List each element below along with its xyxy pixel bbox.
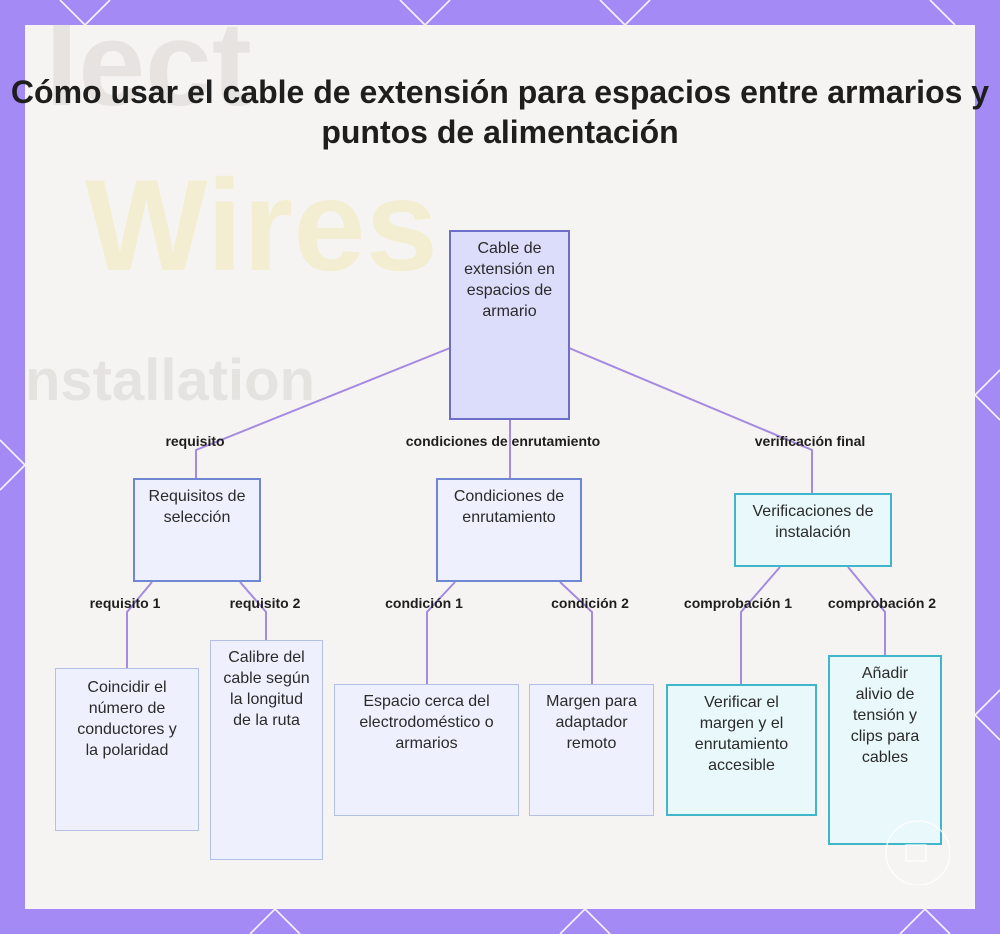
leaf-label-comprobacion-2: Añadir alivio de tensión y clips para ca… xyxy=(842,663,928,768)
leaf-label-requisito-2: Calibre del cable según la longitud de l… xyxy=(223,647,311,731)
edge-label-condicion-2: condición 2 xyxy=(551,595,629,611)
leaf-node-comprobacion-1: Verificar el margen y el enrutamiento ac… xyxy=(666,684,817,816)
edge-label-condiciones-enrutamiento: condiciones de enrutamiento xyxy=(406,433,600,449)
branch-node-enrutamiento: Condiciones de enrutamiento xyxy=(436,478,582,582)
branch-label-enrutamiento: Condiciones de enrutamiento xyxy=(444,486,574,528)
edge-comprobacion-1 xyxy=(741,567,780,684)
leaf-label-condicion-2: Margen para adaptador remoto xyxy=(544,691,640,754)
root-node: Cable de extensión en espacios de armari… xyxy=(449,230,570,420)
edge-label-requisito: requisito xyxy=(165,433,224,449)
edge-label-comprobacion-1: comprobación 1 xyxy=(684,595,792,611)
edge-root-verificacion xyxy=(569,348,812,493)
leaf-node-condicion-1: Espacio cerca del electrodoméstico o arm… xyxy=(334,684,519,816)
leaf-label-comprobacion-1: Verificar el margen y el enrutamiento ac… xyxy=(682,692,802,776)
edge-comprobacion-2 xyxy=(848,567,885,655)
branch-label-requisitos: Requisitos de selección xyxy=(147,486,247,528)
branch-node-verificaciones: Verificaciones de instalación xyxy=(734,493,892,567)
leaf-node-condicion-2: Margen para adaptador remoto xyxy=(529,684,654,816)
edge-requisito-2 xyxy=(240,582,266,640)
edge-label-verificacion-final: verificación final xyxy=(755,433,865,449)
leaf-label-condicion-1: Espacio cerca del electrodoméstico o arm… xyxy=(352,691,502,754)
leaf-node-requisito-1: Coincidir el número de conductores y la … xyxy=(55,668,199,831)
edge-label-requisito-1: requisito 1 xyxy=(90,595,161,611)
edge-root-requisito xyxy=(196,348,450,478)
leaf-node-requisito-2: Calibre del cable según la longitud de l… xyxy=(210,640,323,860)
edge-label-requisito-2: requisito 2 xyxy=(230,595,301,611)
edge-label-comprobacion-2: comprobación 2 xyxy=(828,595,936,611)
edge-label-condicion-1: condición 1 xyxy=(385,595,463,611)
branch-label-verificaciones: Verificaciones de instalación xyxy=(748,501,878,543)
leaf-label-requisito-1: Coincidir el número de conductores y la … xyxy=(71,677,183,761)
logo-badge-icon xyxy=(880,815,950,885)
root-node-label: Cable de extensión en espacios de armari… xyxy=(451,238,568,322)
branch-node-requisitos: Requisitos de selección xyxy=(133,478,261,582)
